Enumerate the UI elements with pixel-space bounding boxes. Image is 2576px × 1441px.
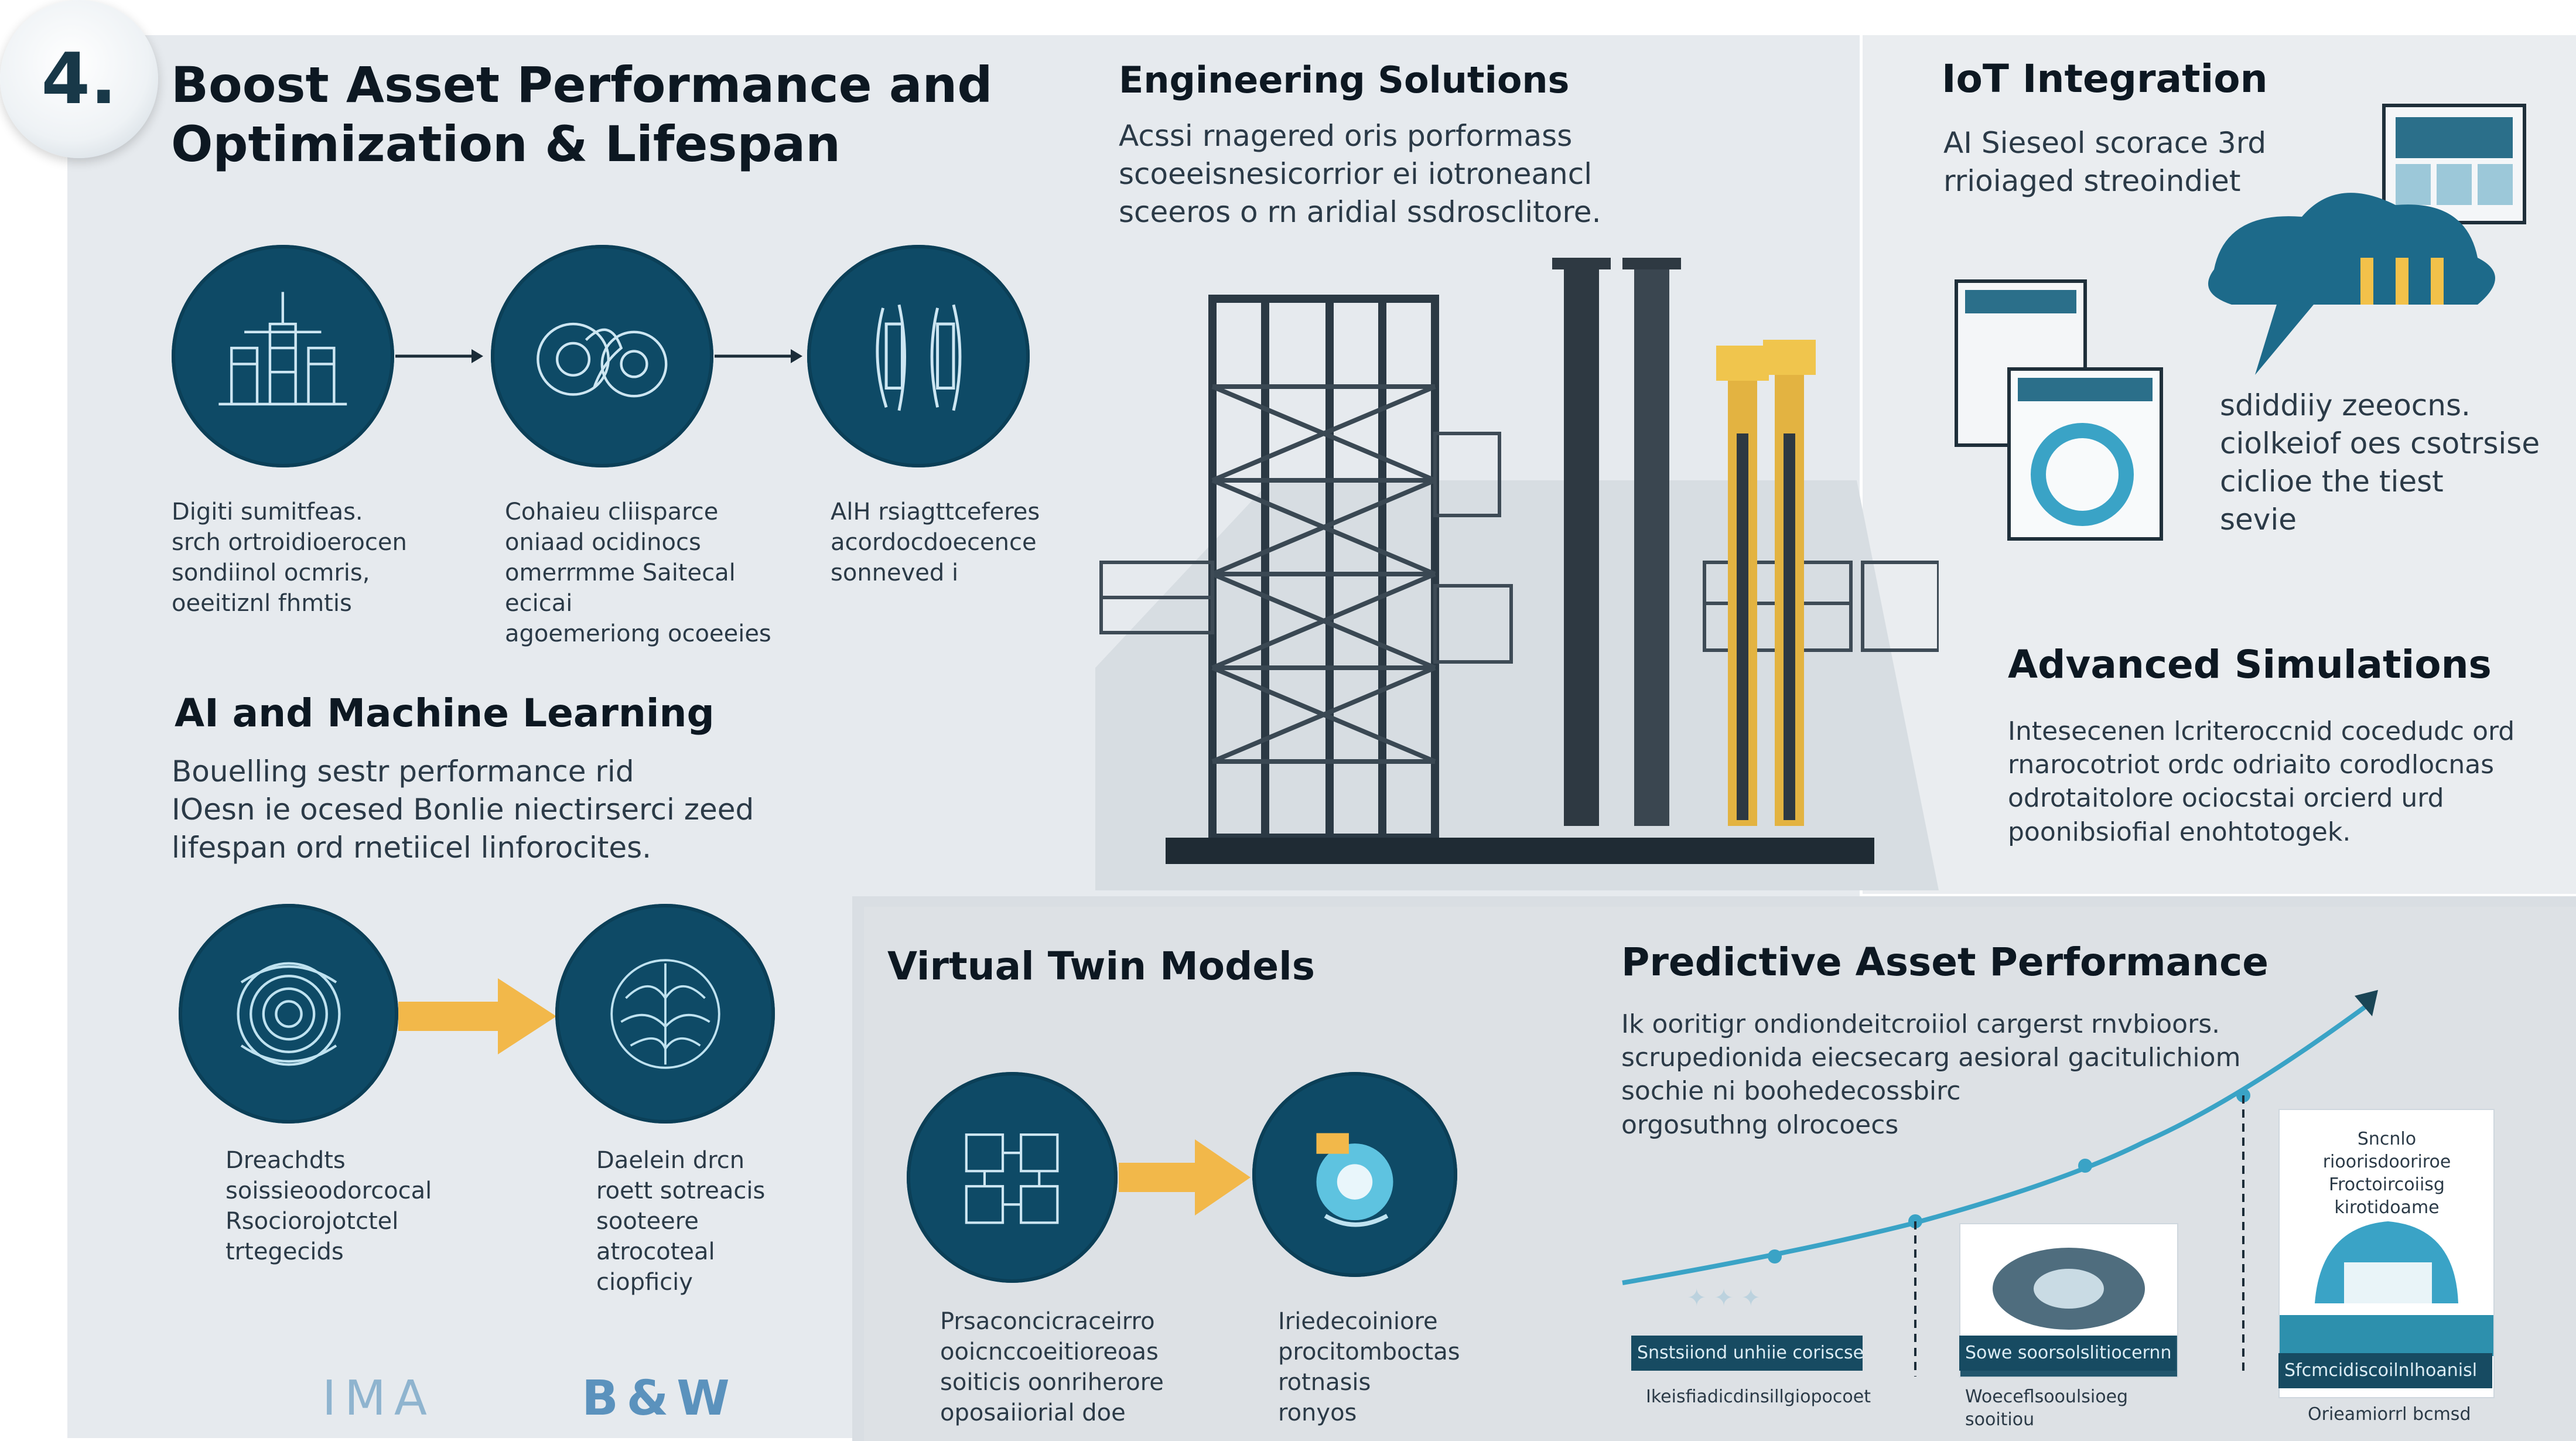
trend-arrow-icon: [2355, 990, 2378, 1016]
engineering-body: Acssi rnagered oris porformass scoeeisne…: [1119, 119, 1601, 229]
section-number: 4.: [41, 38, 117, 120]
arrow-icon: [395, 349, 483, 363]
gold-arrow-icon: [398, 978, 556, 1054]
structure-icon: [218, 292, 347, 406]
engineering-title: Engineering Solutions: [1119, 59, 1570, 101]
gold-arrow-icon: [1119, 1139, 1251, 1215]
predictive-body: Ik ooritigr ondiondeitcroiiol cargerst r…: [1621, 1009, 2241, 1140]
arrow-icon: [715, 349, 802, 363]
ai-ml-title: AI and Machine Learning: [175, 691, 715, 736]
section-number-badge: 4.: [0, 0, 158, 158]
robotic-model-circle: [1252, 1072, 1457, 1277]
neural-spiral-circle: [179, 904, 398, 1124]
iot-title: IoT Integration: [1942, 56, 2268, 101]
ai-step-caption: Dreachdts soissieoodorcocal Rsociorojotc…: [226, 1147, 432, 1265]
component-icon: [876, 304, 962, 411]
iot-notes: sdiddiiy zeeocns. ciolkeiof oes csotrsis…: [2220, 388, 2540, 537]
brand-logo: IMA B&W: [322, 1371, 738, 1426]
virtual-caption: Prsaconcicraceirro ooicnccoeitioreoas so…: [940, 1308, 1164, 1426]
brain-network-circle: [555, 904, 775, 1124]
card-text: Sncnlo rioorisdooriroe Froctoircoiisg ki…: [2322, 1129, 2451, 1218]
card-caption: Orieamiorrl bcmsd: [2308, 1404, 2471, 1425]
gears-icon: [537, 323, 668, 398]
step-caption: Cohaieu cliisparce oniaad ocidinocs omer…: [505, 498, 771, 647]
virtual-twin-title: Virtual Twin Models: [887, 944, 1316, 989]
digital-simulation-circle: [172, 245, 394, 467]
ai-ml-body: Bouelling sestr performance rid IOesn ie…: [172, 754, 754, 865]
ai-component-circle: [807, 245, 1030, 467]
virtual-caption: Iriedecoiniore procitomboctas rotnasis r…: [1278, 1308, 1460, 1426]
brain-icon: [610, 958, 720, 1069]
step-caption: AlH rsiagttceferes acordocdoecence sonne…: [831, 498, 1040, 586]
vehicle-photo-icon: [2280, 1221, 2493, 1356]
card-photo: [2278, 1109, 2495, 1398]
ai-step-caption: Daelein drcn roett sotreacis sooteere at…: [596, 1147, 766, 1296]
industrial-plant-illustration: [1095, 258, 1939, 890]
sparkle-icons: ✦ ✦ ✦: [1687, 1285, 1761, 1312]
card-bar-label: Sfcmcidiscoilnlhoanisl: [2284, 1360, 2478, 1381]
card-bar: Sowe soorsolslitiocernn: [1959, 1336, 2176, 1371]
card-bar: Snstsiiond unhiie coriscse: [1631, 1336, 1864, 1371]
card-caption: Woeceflsooulsioeg sooitiou: [1965, 1387, 2129, 1430]
logo-right: B&W: [582, 1371, 738, 1426]
predictive-title: Predictive Asset Performance: [1621, 940, 2269, 985]
iot-devices-illustration: [1955, 104, 2526, 541]
robot-icon: [1316, 1133, 1393, 1227]
card-bar-label: Sowe soorsolslitiocernn: [1965, 1343, 2172, 1363]
card-bar-label: Snstsiiond unhiie coriscse: [1637, 1343, 1864, 1363]
cellular-analysis-circle: [491, 245, 713, 467]
spiral-icon: [236, 961, 341, 1066]
performance-trend-chart: [1622, 990, 2378, 1377]
card-caption: Ikeisfiadicdinsillgiopocoet: [1646, 1387, 1871, 1407]
cube-network-icon: [965, 1133, 1059, 1224]
iot-body: AI Sieseol scorace 3rd rrioiaged streoin…: [1943, 126, 2267, 198]
advanced-title: Advanced Simulations: [2008, 642, 2492, 687]
step-caption: Digiti sumitfeas. srch ortroidioerocen s…: [172, 498, 407, 617]
card-bar: Sfcmcidiscoilnlhoanisl: [2278, 1353, 2492, 1388]
advanced-body: Intesecenen lcriteroccnid cocedudc ord r…: [2008, 716, 2515, 847]
virtual-twin-circle: [907, 1072, 1118, 1283]
page-title: Boost Asset Performance and Optimization…: [171, 56, 993, 173]
logo-left: IMA: [322, 1371, 436, 1426]
